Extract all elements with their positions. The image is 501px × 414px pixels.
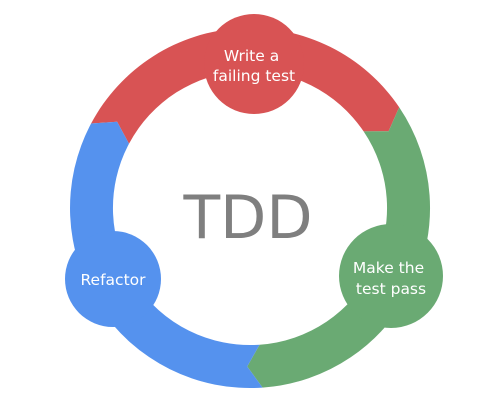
- red-stage-circle: [204, 14, 304, 114]
- refactor-stage-circle: [65, 231, 161, 327]
- stage-node-write-failing-test: Write a failing test: [204, 14, 304, 114]
- red-stage-label-line-1: Write a: [224, 47, 279, 65]
- green-stage-circle: [339, 224, 443, 328]
- stage-node-refactor: Refactor: [65, 231, 161, 327]
- red-stage-arc: [91, 28, 400, 144]
- center-title: TDD: [182, 183, 312, 253]
- stage-node-make-test-pass: Make the test pass: [339, 224, 443, 328]
- svg-text:Write a failing test: Write a failing test: [213, 47, 295, 85]
- svg-text:Make the test pass: Make the test pass: [353, 259, 429, 298]
- svg-text:Refactor: Refactor: [80, 271, 146, 289]
- red-stage-label-line-2: failing test: [213, 67, 295, 85]
- refactor-stage-label: Refactor: [80, 271, 146, 289]
- green-stage-label-line-1: Make the: [353, 259, 424, 277]
- green-stage-label-line-2: test pass: [356, 280, 426, 298]
